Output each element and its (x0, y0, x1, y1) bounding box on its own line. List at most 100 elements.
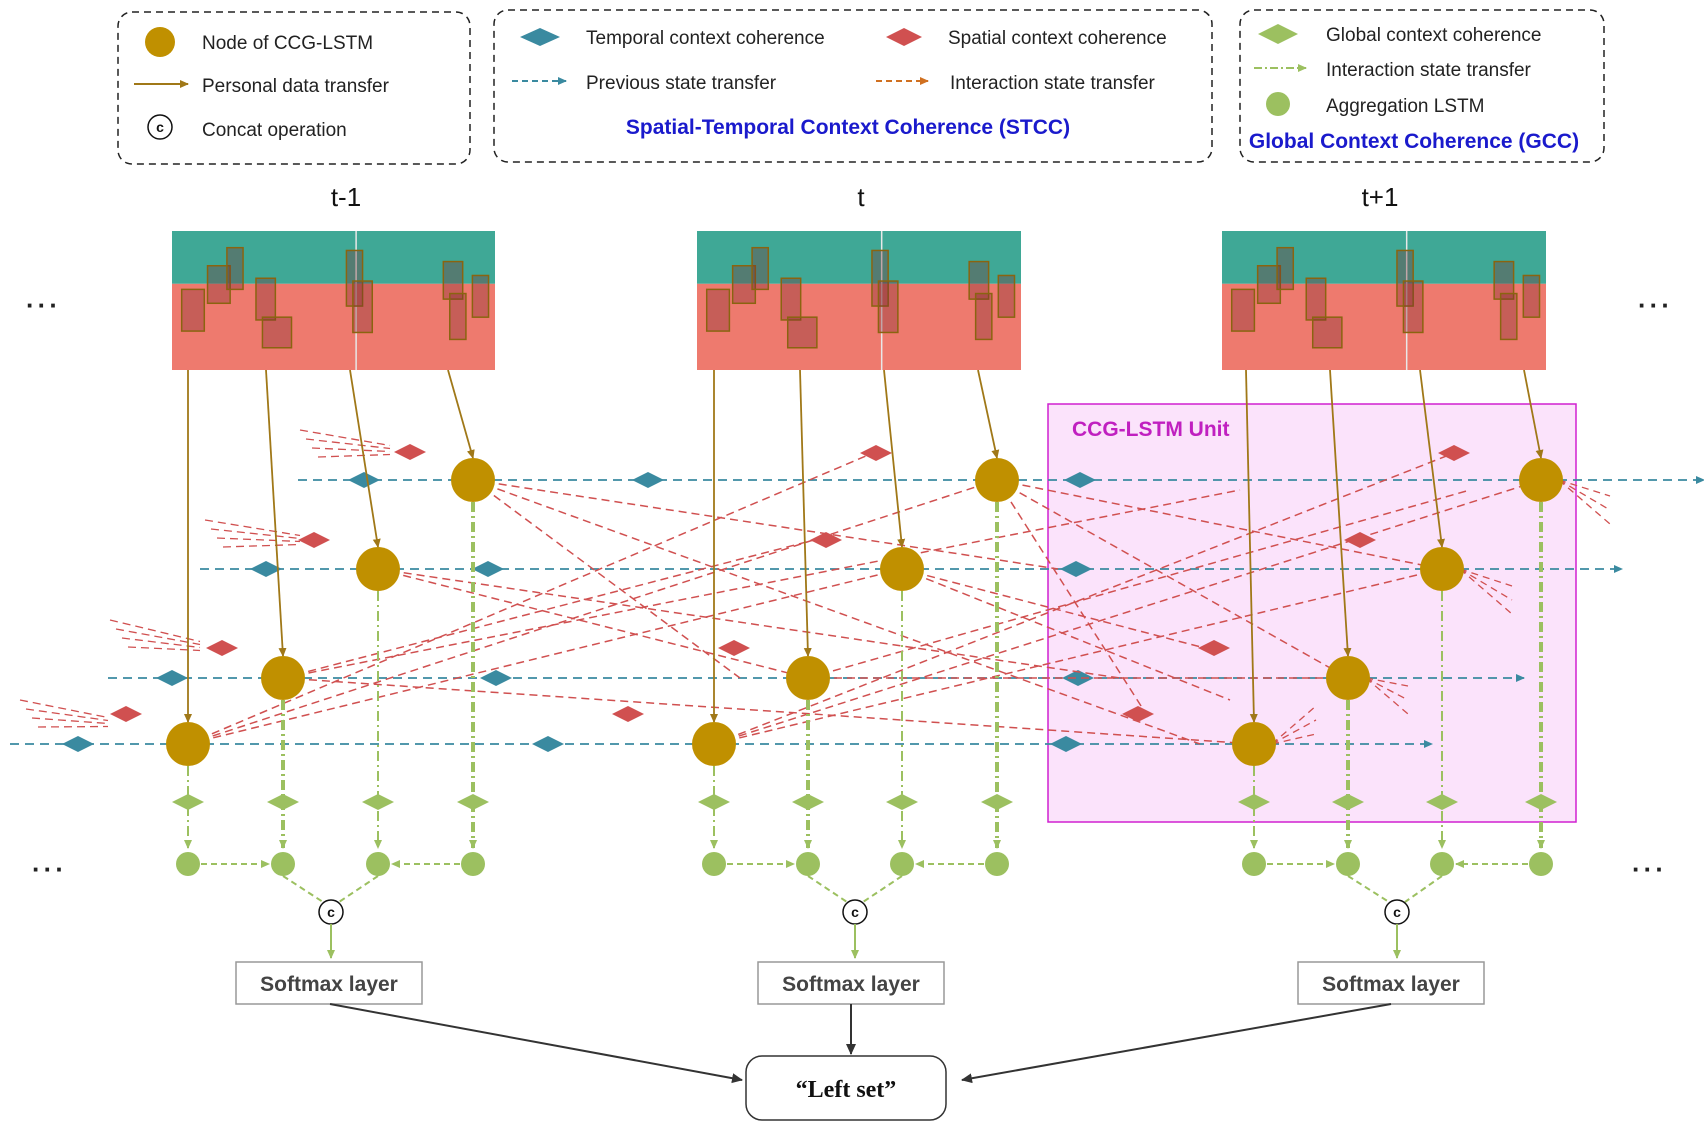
lstm-nodes-layer (166, 458, 1563, 766)
interaction-state-line (996, 479, 1151, 721)
global-diamond (1525, 794, 1557, 810)
interaction-fan-line (210, 528, 301, 540)
temporal-diamond (348, 472, 380, 488)
interaction-state-line (996, 479, 1443, 570)
aggregation-lstm-circle (176, 852, 200, 876)
player-bounding-box (1256, 265, 1282, 305)
interaction-fan-line (1459, 568, 1513, 601)
concat-symbol: c (851, 904, 859, 920)
aggregation-lstm-circle (1529, 852, 1553, 876)
time-label-t-minus-1: t-1 (331, 182, 361, 212)
player-bounding-box (226, 246, 244, 291)
player-bounding-box (1276, 246, 1295, 291)
softmax-box (235, 961, 423, 1005)
player-bounding-box (974, 292, 993, 341)
node-circle-icon (145, 27, 175, 57)
interaction-fan-line (1271, 719, 1317, 745)
ccg-lstm-node (1326, 656, 1370, 700)
temporal-diamond (632, 472, 664, 488)
interaction-fan-line (1558, 479, 1611, 497)
softmax-to-output-arrow (961, 1003, 1392, 1084)
interaction-fan-line (204, 519, 301, 537)
interaction-fan-line (305, 438, 391, 450)
global-diamond (1426, 794, 1458, 810)
frame-wall (172, 231, 495, 284)
spatial-diamond (1122, 706, 1154, 722)
interaction-fan-line (311, 447, 391, 453)
aggregation-lstm-circle (461, 852, 485, 876)
interaction-fan-line (115, 628, 201, 646)
spatial-diamond (612, 706, 644, 722)
global-diamond (172, 794, 204, 810)
player-bounding-box (352, 280, 374, 334)
player-bounding-box (1522, 274, 1541, 318)
temporal-diamond (532, 736, 564, 752)
player-bounding-box (1396, 249, 1414, 307)
interaction-fan-line (317, 453, 391, 458)
interaction-fan-line (299, 429, 391, 447)
softmax-box (1297, 961, 1485, 1005)
temporal-diamond (250, 561, 282, 577)
legend-box-nodes: Node of CCG-LSTM Personal data transfer … (117, 11, 471, 165)
concat-symbol: c (327, 904, 335, 920)
personal-data-arrow (977, 369, 1000, 459)
ellipsis-top-left: ··· (26, 290, 61, 320)
aggregation-lstm-circle (271, 852, 295, 876)
ellipsis-bottom-left: ··· (32, 854, 67, 884)
ccg-lstm-node (1420, 547, 1464, 591)
player-bounding-box (997, 274, 1016, 318)
global-diamond (698, 794, 730, 810)
legend-label: Previous state transfer (586, 73, 777, 94)
personal-data-arrow (883, 369, 906, 548)
frame-court (1222, 283, 1546, 370)
legend-label: Interaction state transfer (1326, 60, 1532, 81)
global-diamond (1332, 794, 1364, 810)
output-box (745, 1055, 947, 1121)
legend-box-stcc: Temporal context coherence Spatial conte… (493, 9, 1213, 163)
interaction-fan-line (37, 725, 109, 728)
global-coherence-layer (172, 502, 1557, 903)
player-bounding-box (261, 316, 293, 349)
green-diamond-icon (1258, 24, 1298, 44)
ccg-lstm-node (451, 458, 495, 502)
interaction-state-line (187, 568, 903, 745)
ccg-lstm-node (880, 547, 924, 591)
interaction-state-line (282, 677, 1255, 745)
player-bounding-box (442, 260, 464, 300)
interaction-fan-line (121, 637, 201, 649)
concat-symbol: c (156, 119, 164, 135)
interaction-fan-line (1558, 479, 1611, 511)
frame-wall (1222, 231, 1546, 284)
interaction-state-line (713, 452, 1455, 745)
aggregation-lstm-circle (985, 852, 1009, 876)
aggregation-lstm-circle (1336, 852, 1360, 876)
concat-link (862, 875, 903, 903)
interaction-fan-line (1271, 733, 1317, 745)
interaction-state-line (713, 479, 1542, 745)
interaction-fan-line (25, 708, 109, 722)
interaction-state-line (472, 479, 1059, 570)
player-bounding-box (471, 274, 490, 318)
interaction-fan-line (216, 537, 301, 543)
ccg-lstm-unit-box (1047, 403, 1577, 823)
aggregation-lstm-circle (1242, 852, 1266, 876)
interaction-state-line (807, 489, 1471, 679)
ccg-lstm-node (261, 656, 305, 700)
temporal-diamond (480, 670, 512, 686)
temporal-diamond (156, 670, 188, 686)
concat-link (282, 875, 324, 903)
interaction-fan-line (19, 699, 109, 719)
ellipsis-top-right: ··· (1638, 290, 1673, 320)
legend-label: Aggregation LSTM (1326, 96, 1484, 117)
spatial-diamond (1438, 445, 1470, 461)
stcc-title: Spatial-Temporal Context Coherence (STCC… (626, 116, 1070, 139)
interaction-state-line (472, 479, 1201, 745)
player-bounding-box (180, 288, 206, 332)
video-frames-layer (172, 231, 1546, 370)
global-diamond (267, 794, 299, 810)
legend-label: Spatial context coherence (948, 28, 1167, 49)
aggregation-lstm-circle (796, 852, 820, 876)
ccg-lstm-node (1519, 458, 1563, 502)
